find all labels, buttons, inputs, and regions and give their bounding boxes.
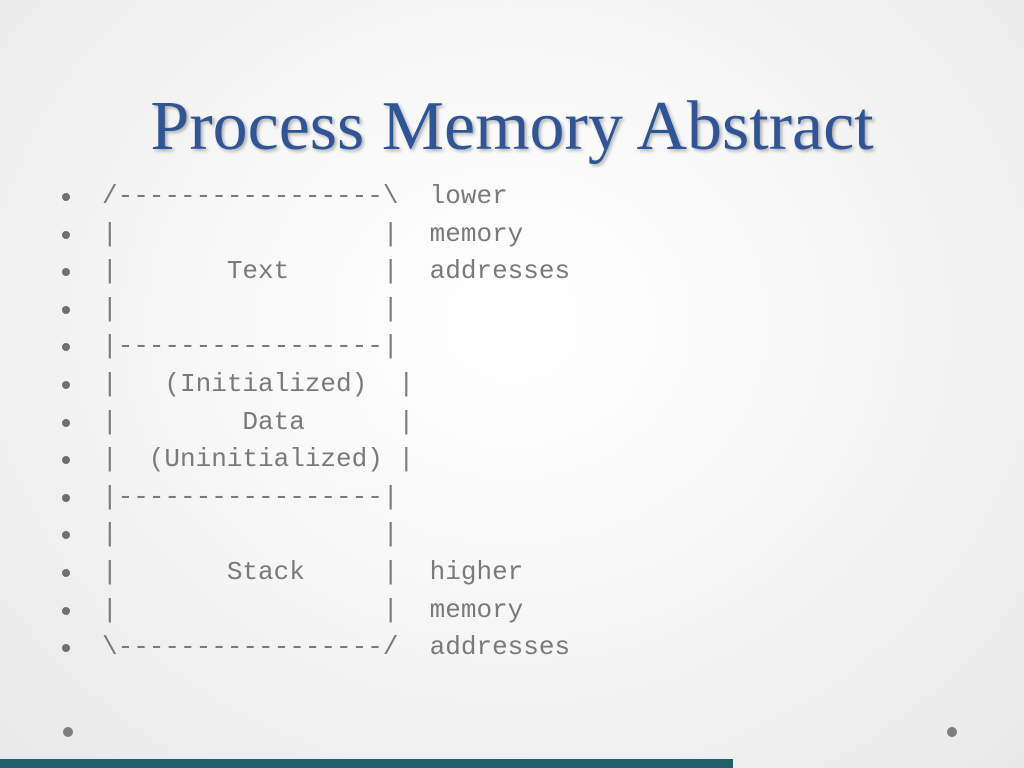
memory-layout-list: /-----------------\ lower | | memory | T…: [60, 178, 570, 667]
slide-title: Process Memory Abstract: [150, 88, 874, 165]
list-item-text: | Stack | higher: [102, 556, 524, 587]
list-item: | Stack | higher: [60, 554, 570, 592]
list-item-text: | Data |: [102, 406, 415, 437]
bullet-icon: [62, 606, 70, 615]
list-item: | (Uninitialized) |: [60, 441, 570, 479]
list-item-text: |-----------------|: [102, 331, 399, 362]
bullet-icon: [62, 343, 70, 352]
bullet-icon: [62, 644, 70, 653]
list-item: |-----------------|: [60, 328, 570, 366]
bullet-icon: [62, 493, 70, 502]
list-item: \-----------------/ addresses: [60, 629, 570, 667]
bullet-icon: [62, 380, 70, 389]
corner-dot-icon: [63, 727, 73, 737]
list-item: | | memory: [60, 216, 570, 254]
corner-dot-icon: [947, 727, 957, 737]
list-item-text: | |: [102, 519, 399, 550]
bullet-icon: [62, 568, 70, 577]
list-item-text: | (Uninitialized) |: [102, 444, 415, 475]
bullet-icon: [62, 456, 70, 465]
list-item-text: /-----------------\ lower: [102, 181, 508, 211]
bullet-icon: [62, 268, 70, 277]
list-item: | |: [60, 516, 570, 554]
list-item: | | memory: [60, 592, 570, 630]
list-item-text: | Text | addresses: [102, 256, 571, 287]
list-item: | |: [60, 291, 570, 329]
list-item-text: | | memory: [102, 594, 524, 625]
list-item: | (Initialized) |: [60, 366, 570, 404]
footer-accent-bar: [0, 759, 733, 768]
list-item: |-----------------|: [60, 479, 570, 517]
list-item-text: |-----------------|: [102, 481, 399, 512]
bullet-icon: [62, 418, 70, 427]
bullet-icon: [62, 305, 70, 314]
list-item: /-----------------\ lower: [60, 178, 570, 216]
list-item-text: | | memory: [102, 218, 524, 249]
list-item: | Text | addresses: [60, 253, 570, 291]
bullet-icon: [62, 230, 70, 239]
list-item-text: | (Initialized) |: [102, 368, 415, 399]
list-item-text: \-----------------/ addresses: [102, 632, 571, 663]
bullet-icon: [62, 531, 70, 540]
list-item: | Data |: [60, 404, 570, 442]
bullet-icon: [62, 193, 70, 201]
list-item-text: | |: [102, 293, 399, 324]
